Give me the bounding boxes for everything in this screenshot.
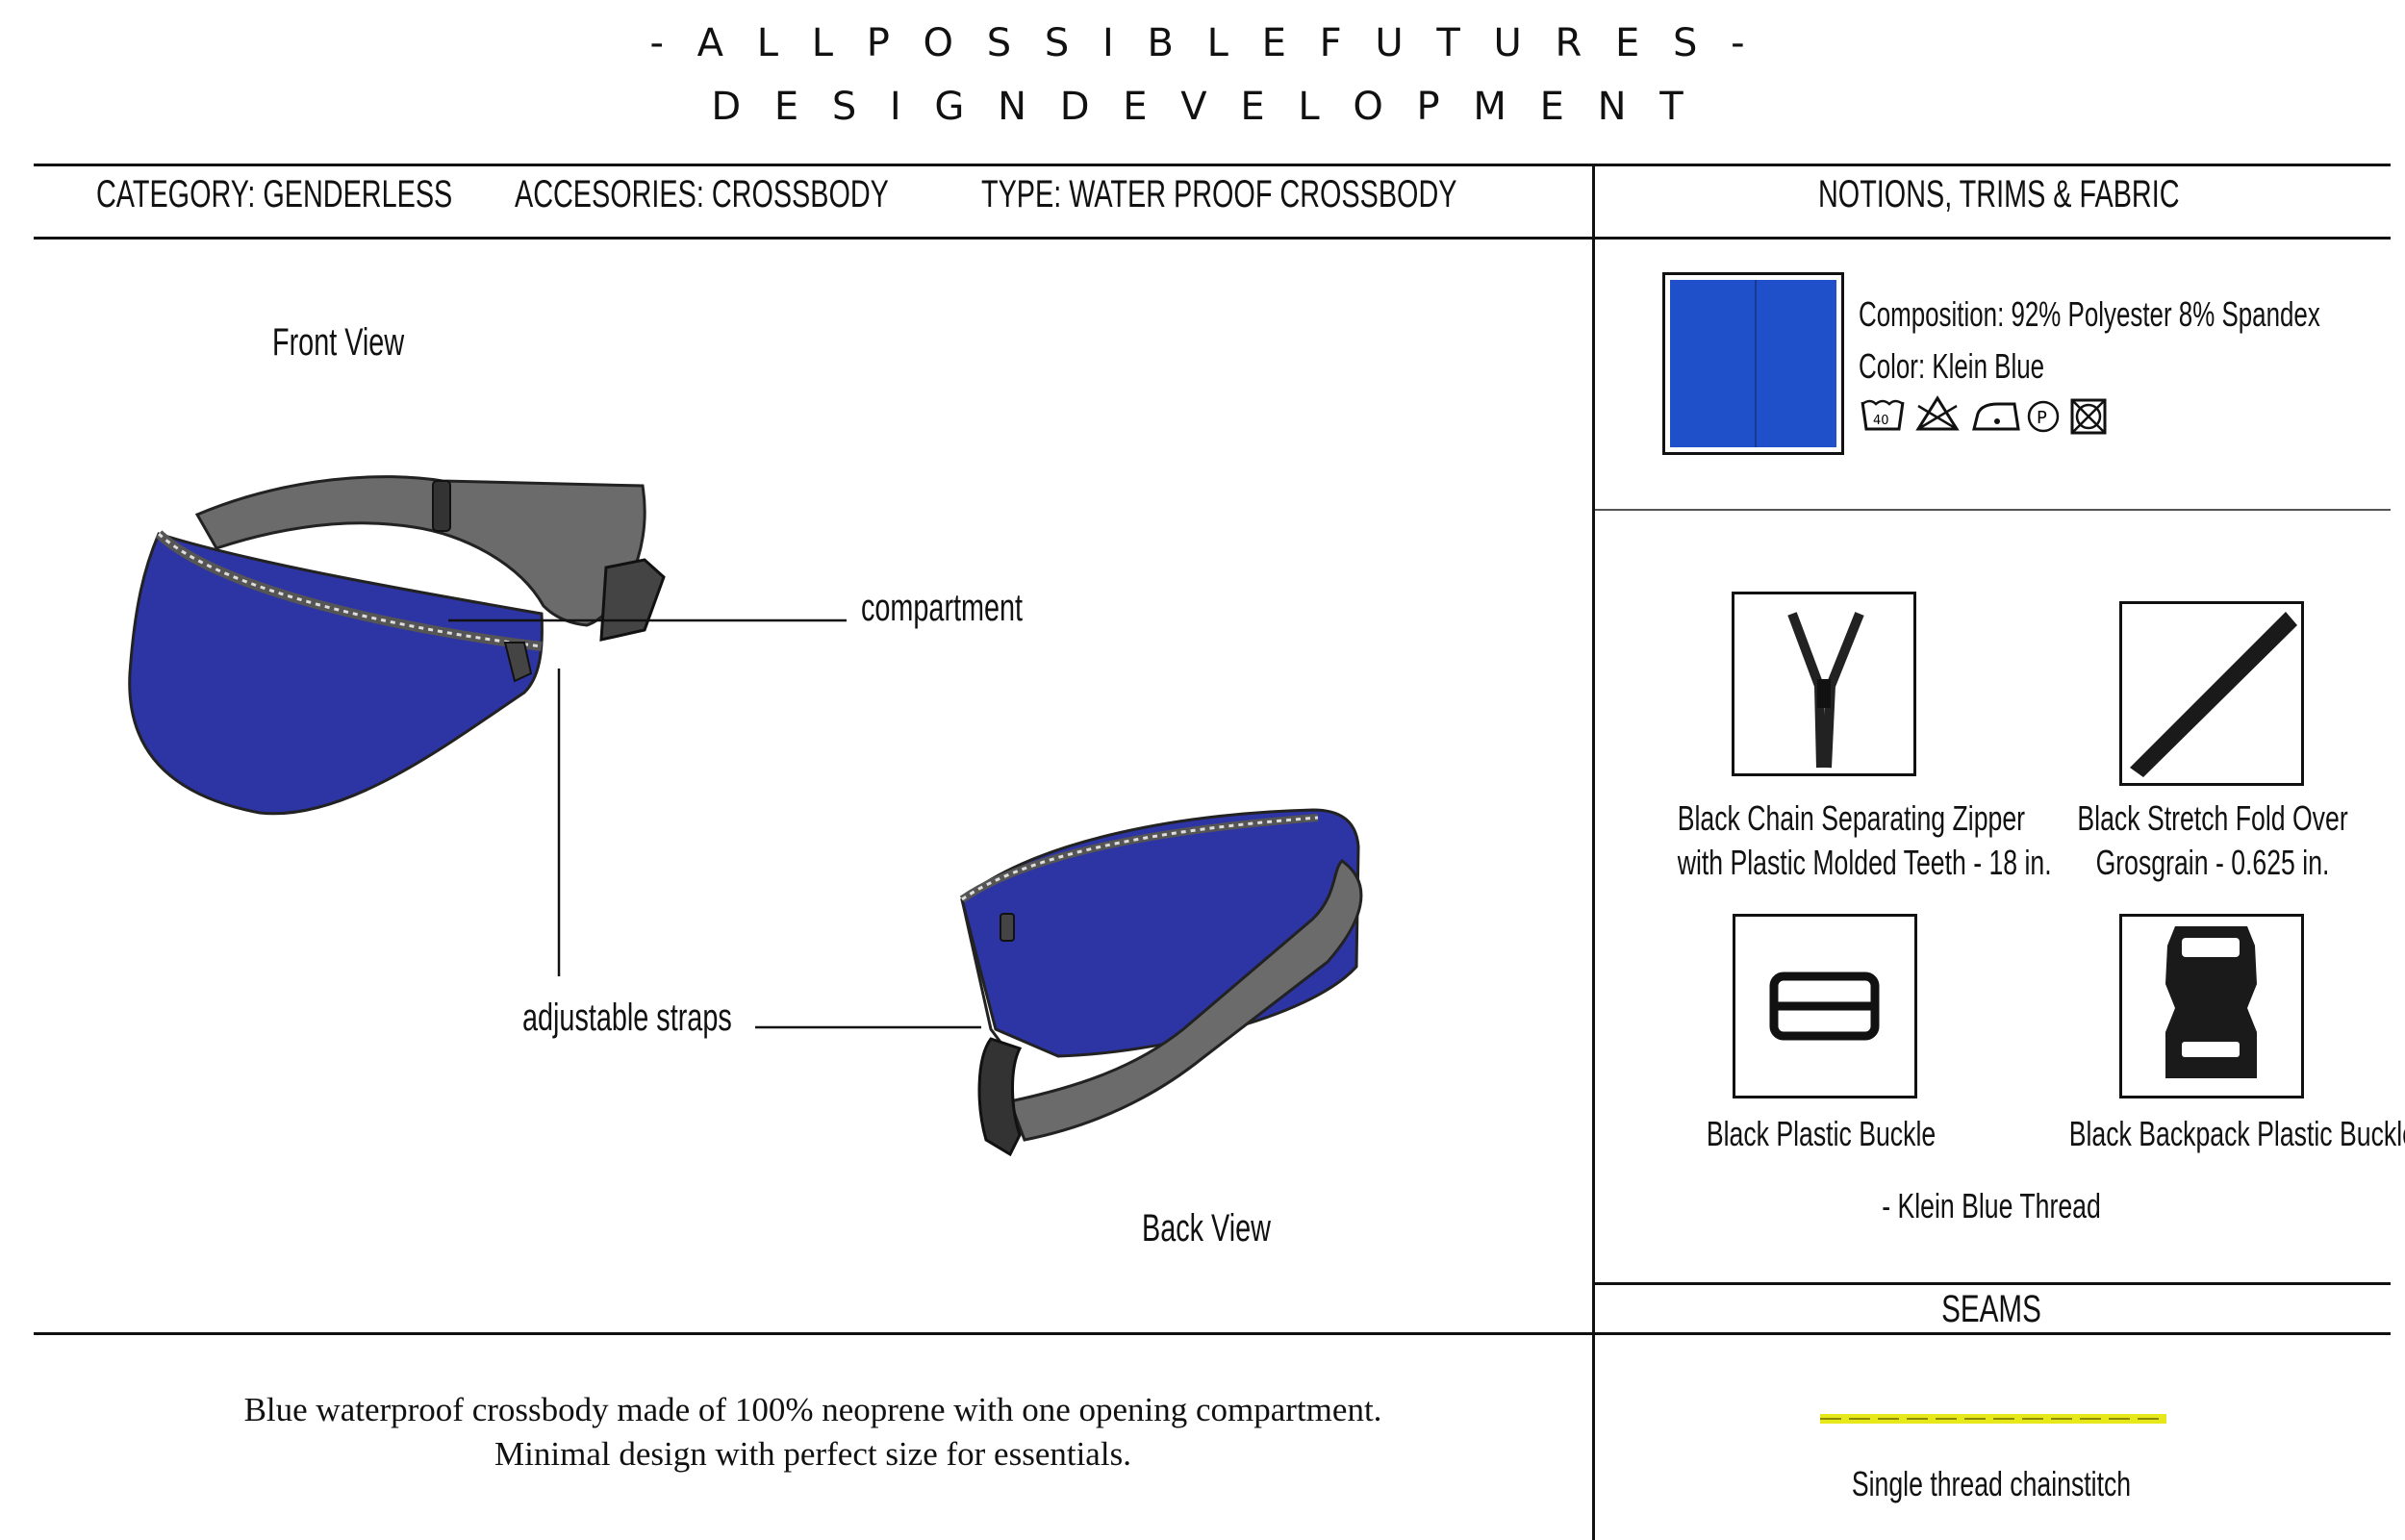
back-view-label: Back View: [1142, 1207, 1271, 1250]
slider-buckle-box: [1733, 914, 1917, 1098]
seams-top-rule: [1595, 1282, 2391, 1285]
back-view-bag: [959, 808, 1363, 1157]
backpack-buckle-icon: [2165, 926, 2257, 1078]
backpack-buckle-box: [2119, 914, 2304, 1098]
dry-clean-p-icon: P: [2027, 400, 2060, 433]
fabric-color: Color: Klein Blue: [1859, 346, 2045, 386]
column-divider: [1592, 164, 1595, 1540]
no-tumble-dry-icon: [2070, 398, 2107, 435]
zipper-label: Black Chain Separating Zipper with Plast…: [1677, 798, 2052, 882]
seams-bottom-rule: [1595, 1332, 2391, 1335]
no-bleach-icon: [1915, 395, 1960, 431]
seam-label: Single thread chainstitch: [1851, 1464, 2132, 1503]
page-title: - A L L P O S S I B L E F U T U R E S -: [649, 21, 1756, 65]
fabric-composition: Composition: 92% Polyester 8% Spandex: [1859, 294, 2320, 334]
seams-title: SEAMS: [1941, 1288, 2041, 1330]
front-view-bag: [128, 475, 666, 816]
notions-title: NOTIONS, TRIMS & FABRIC: [1818, 173, 2180, 215]
category-label: CATEGORY: GENDERLESS: [96, 173, 453, 215]
grosgrain-icon: [2130, 612, 2297, 777]
straps-callout: adjustable straps: [522, 997, 732, 1039]
header-bottom-rule: [34, 237, 2391, 240]
fabric-swatch-frame: [1662, 272, 1844, 455]
front-view-label: Front View: [272, 321, 405, 364]
grosgrain-box: [2119, 601, 2304, 786]
thread-label: - Klein Blue Thread: [1882, 1186, 2101, 1225]
grosgrain-label: Black Stretch Fold Over Grosgrain - 0.62…: [2077, 798, 2348, 882]
backpack-buckle-label: Black Backpack Plastic Buckle: [2068, 1114, 2405, 1153]
page-subtitle: D E S I G N D E V E L O P M E N T: [711, 85, 1694, 129]
type-label: TYPE: WATER PROOF CROSSBODY: [981, 173, 1457, 215]
slider-buckle-label: Black Plastic Buckle: [1706, 1114, 1937, 1153]
zipper-box: [1732, 592, 1916, 776]
bag-illustrations: [128, 475, 1363, 1157]
svg-text:P: P: [2037, 408, 2047, 428]
description-rule: [34, 1332, 2391, 1335]
fabric-swatch: [1670, 280, 1836, 447]
svg-text:40: 40: [1873, 414, 1889, 428]
iron-low-icon: [1972, 402, 2020, 431]
description-text: Blue waterproof crossbody made of 100% n…: [243, 1391, 1382, 1473]
header-top-rule: [34, 164, 2391, 166]
fabric-divider: [1595, 509, 2391, 511]
care-icons: 40 P: [1861, 395, 2107, 435]
wash-40-icon: 40: [1861, 399, 1905, 431]
accessories-label: ACCESORIES: CROSSBODY: [515, 173, 889, 215]
slider-buckle-icon: [1769, 972, 1880, 1041]
chainstitch-icon: [1820, 1414, 2166, 1424]
compartment-callout: compartment: [861, 587, 1024, 629]
zipper-icon: [1787, 612, 1864, 769]
